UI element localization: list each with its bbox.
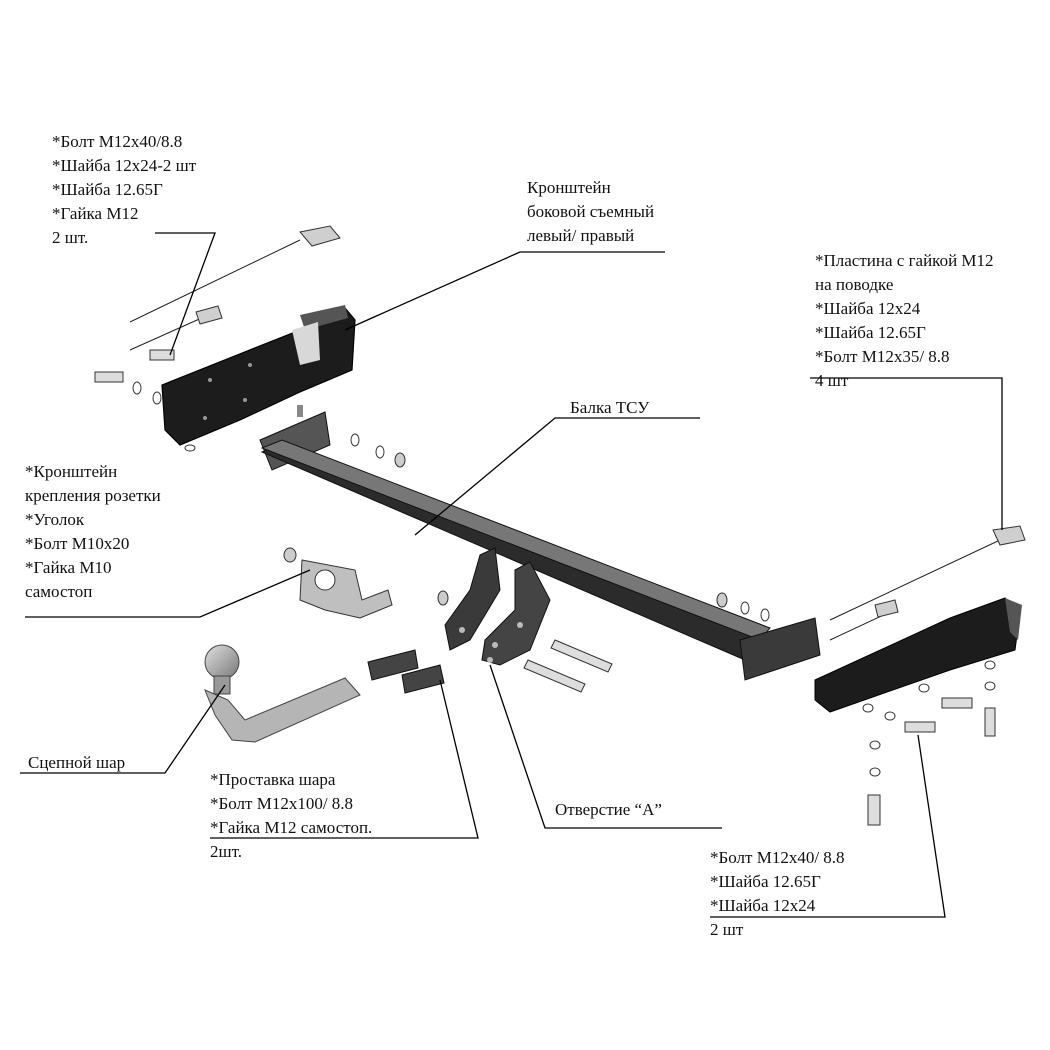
label-line: левый/ правый (527, 226, 635, 245)
label-side-bracket: Кронштейн боковой съемный левый/ правый (527, 176, 654, 248)
label-line: Отверстие “А” (555, 800, 662, 819)
label-line: *Гайка М12 самостоп. (210, 818, 373, 837)
label-line: *Болт М12х40/ 8.8 (710, 848, 845, 867)
label-line: на поводке (815, 275, 894, 294)
label-line: *Болт М12х100/ 8.8 (210, 794, 354, 813)
label-line: Кронштейн (527, 178, 611, 197)
label-line: Балка ТСУ (570, 398, 650, 417)
leader-lines (20, 232, 1003, 918)
label-line: самостоп (25, 582, 93, 601)
label-line: *Уголок (25, 510, 85, 529)
label-plate-nut: *Пластина с гайкой М12 на поводке *Шайба… (815, 249, 994, 393)
towbar-beam (259, 405, 821, 681)
label-line: 2 шт. (52, 228, 89, 247)
label-socket-bracket: *Кронштейн крепления розетки *Уголок *Бо… (25, 460, 161, 604)
long-bolts (523, 639, 613, 693)
label-line: *Шайба 12.65Г (710, 872, 821, 891)
label-line: *Шайба 12х24-2 шт (52, 156, 197, 175)
label-line: *Шайба 12х24 (710, 896, 816, 915)
label-line: *Кронштейн (25, 462, 118, 481)
ball-mount-plates (437, 547, 551, 666)
right-side-bracket (814, 597, 1022, 713)
label-line: *Болт М10х20 (25, 534, 130, 553)
label-beam: Балка ТСУ (570, 396, 649, 420)
socket-bracket (283, 547, 393, 619)
label-ball: Сцепной шар (28, 751, 125, 775)
label-line: 2шт. (210, 842, 242, 861)
label-line: *Болт М12х35/ 8.8 (815, 347, 950, 366)
label-ball-spacer: *Проставка шара *Болт М12х100/ 8.8 *Гайк… (210, 768, 372, 864)
label-line: 2 шт (710, 920, 744, 939)
label-bracket-bolts: *Болт М12х40/8.8 *Шайба 12х24-2 шт *Шайб… (52, 130, 196, 250)
label-line: *Шайба 12.65Г (52, 180, 163, 199)
label-hole-a: Отверстие “А” (555, 798, 662, 822)
label-line: *Гайка М12 (52, 204, 139, 223)
label-right-bolts: *Болт М12х40/ 8.8 *Шайба 12.65Г *Шайба 1… (710, 846, 845, 942)
label-line: *Болт М12х40/8.8 (52, 132, 183, 151)
label-line: *Шайба 12.65Г (815, 323, 926, 342)
left-side-bracket (161, 305, 356, 446)
tow-ball (204, 644, 361, 743)
label-line: *Гайка М10 (25, 558, 112, 577)
left-bracket-hardware (94, 225, 341, 452)
label-line: *Пластина с гайкой М12 (815, 251, 994, 270)
label-line: Сцепной шар (28, 753, 126, 772)
label-line: *Проставка шара (210, 770, 336, 789)
label-line: 4 шт (815, 371, 849, 390)
label-line: боковой съемный (527, 202, 655, 221)
right-bracket-hardware (829, 525, 1026, 826)
label-line: *Шайба 12х24 (815, 299, 921, 318)
ball-spacers (367, 649, 445, 694)
label-line: крепления розетки (25, 486, 161, 505)
